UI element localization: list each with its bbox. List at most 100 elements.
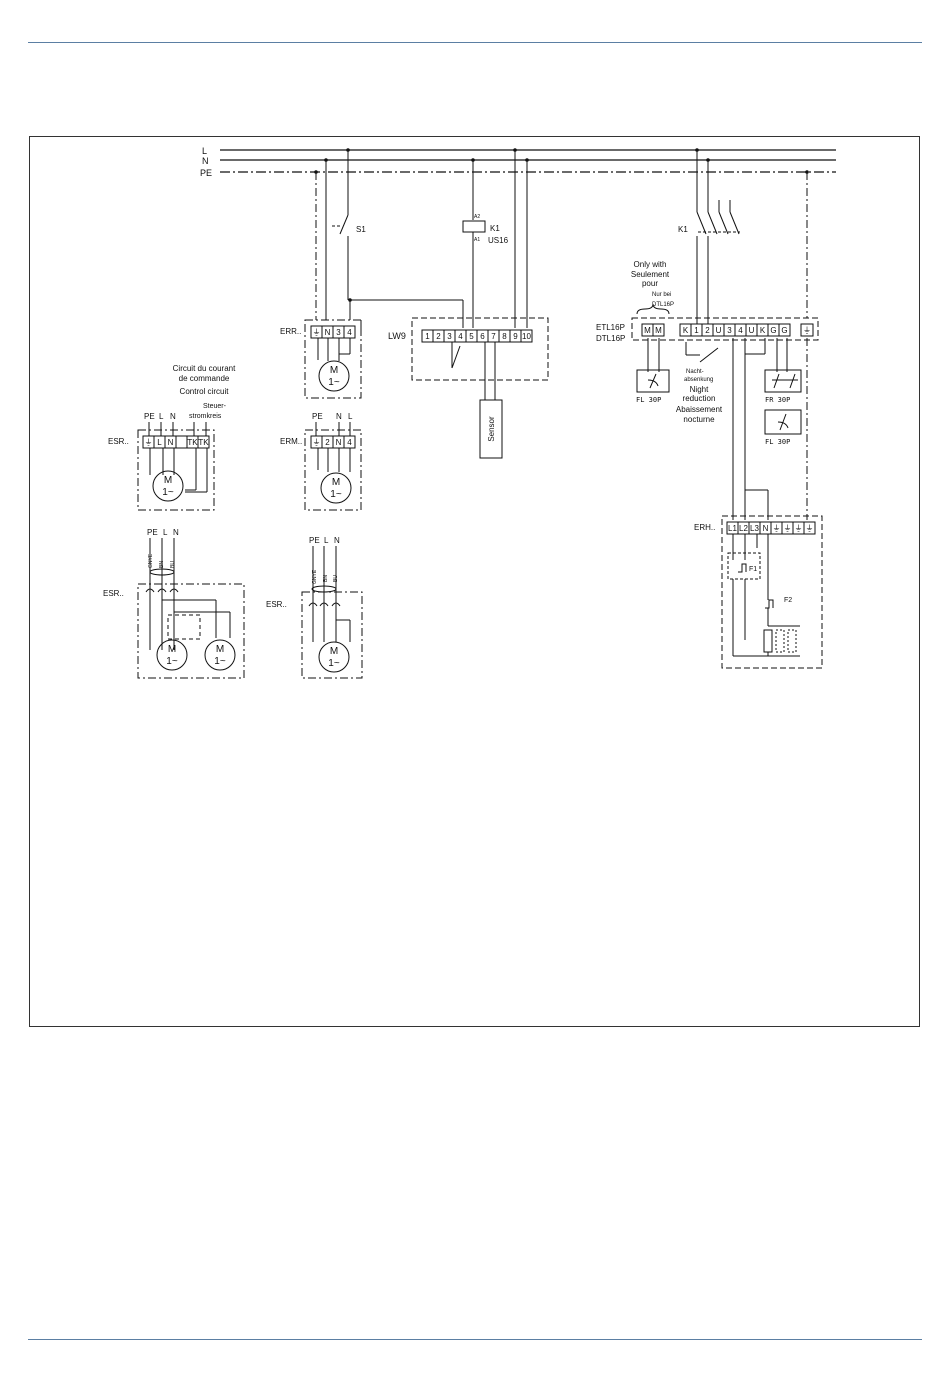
junction-dots bbox=[314, 148, 809, 302]
esr2-motor1-phase: 1~ bbox=[166, 656, 178, 667]
etl-terminal-label: G bbox=[781, 326, 787, 335]
etl-label-1: ETL16P bbox=[596, 323, 625, 332]
esr2-motor2-phase: 1~ bbox=[214, 656, 226, 667]
lw9-label: LW9 bbox=[388, 331, 406, 341]
etl-terminal-label: 4 bbox=[738, 326, 743, 335]
erm-terminal-label: 4 bbox=[347, 438, 352, 447]
sensor-label: Sensor bbox=[487, 416, 496, 442]
erm-label: ERM.. bbox=[280, 437, 302, 446]
etl-terminal-label: U bbox=[749, 326, 755, 335]
esr1-top-l: L bbox=[159, 412, 164, 421]
only-with-fr: Seulement bbox=[631, 270, 670, 279]
fl-thermostat-2: FL 30P bbox=[764, 409, 802, 446]
night-en: Night bbox=[690, 385, 709, 394]
err-terminal-label: 3 bbox=[336, 328, 341, 337]
k1-relay-name: K1 bbox=[490, 224, 500, 233]
lw9-terminal-box bbox=[520, 329, 533, 343]
esr1-terminal-label: L bbox=[157, 438, 162, 447]
err-label: ERR.. bbox=[280, 327, 301, 336]
esr1-terminal-box bbox=[175, 435, 188, 449]
night-en2: reduction bbox=[683, 394, 716, 403]
k1-relay-a1: A1 bbox=[474, 237, 480, 243]
erm-terminal-label: N bbox=[336, 438, 342, 447]
only-with-model: DTL16P bbox=[652, 302, 674, 308]
erh-terminal-label: ⏚ bbox=[773, 524, 781, 533]
err-branch-wires bbox=[315, 150, 464, 328]
night-de2: absenkung bbox=[684, 377, 713, 383]
esr1-top-n: N bbox=[170, 412, 176, 421]
erh-label: ERH.. bbox=[694, 523, 715, 532]
lw9-terminal-label: 8 bbox=[502, 332, 507, 341]
err-motor-phase: 1~ bbox=[328, 377, 340, 388]
erh-terminal-label: L2 bbox=[739, 524, 748, 533]
erm-terminal-label: 2 bbox=[325, 438, 330, 447]
esr1-terminal-label: TK bbox=[198, 438, 209, 447]
night-de: Nacht- bbox=[686, 369, 704, 375]
control-circuit-fr: Circuit du courant bbox=[173, 364, 236, 373]
esr2-wire-gnye: GNYE bbox=[148, 553, 154, 568]
lw9-terminal-label: 3 bbox=[447, 332, 452, 341]
etl-terminal-label: K bbox=[683, 326, 689, 335]
esr2-label: ESR.. bbox=[103, 589, 124, 598]
erh-terminal-label: L3 bbox=[750, 524, 759, 533]
etl-m-terminal-box bbox=[652, 323, 665, 337]
erm-terminal-label: ⏚ bbox=[313, 438, 321, 447]
esr3-motor-phase: 1~ bbox=[328, 658, 340, 669]
lw9-terminal-label: 7 bbox=[491, 332, 496, 341]
lw9-terminal-label: 10 bbox=[522, 332, 531, 341]
esr2-wire-bu: BU bbox=[170, 561, 176, 568]
etl-pe-terminal-box bbox=[800, 323, 814, 337]
lw9-terminal-label: 5 bbox=[469, 332, 474, 341]
etl-terminal-label: 2 bbox=[705, 326, 710, 335]
bus-label-l: L bbox=[202, 146, 207, 156]
diagram-frame bbox=[29, 136, 920, 1027]
bus-label-n: N bbox=[202, 156, 209, 166]
esr1-label: ESR.. bbox=[108, 437, 129, 446]
etl-terminal-label: K bbox=[760, 326, 766, 335]
esr1-terminal-label: N bbox=[168, 438, 174, 447]
erm-top-n: N bbox=[336, 412, 342, 421]
esr2-top-pe: PE bbox=[147, 528, 158, 537]
esr2-top-n: N bbox=[173, 528, 179, 537]
esr3-top-l: L bbox=[324, 536, 329, 545]
erm-motor-m: M bbox=[332, 477, 340, 488]
only-with-de: Nur bei bbox=[652, 292, 671, 298]
esr1-top-pe: PE bbox=[144, 412, 155, 421]
sensor: Sensor bbox=[479, 399, 503, 459]
erh-terminal-label: N bbox=[763, 524, 769, 533]
k1-contactor-label: K1 bbox=[678, 225, 688, 234]
lw9-terminal-label: 6 bbox=[480, 332, 485, 341]
lw9-terminal-label: 2 bbox=[436, 332, 441, 341]
fl-thermostat-1: FL 30P bbox=[636, 369, 670, 404]
esr3-label: ESR.. bbox=[266, 600, 287, 609]
fl2-label: FL 30P bbox=[765, 438, 790, 446]
err-motor-m: M bbox=[330, 365, 338, 376]
erh-terminal-label: L1 bbox=[728, 524, 737, 533]
esr3-unit: PE L N GNYE BN BU M 1~ bbox=[301, 536, 363, 679]
erm-motor-phase: 1~ bbox=[330, 489, 342, 500]
err-terminal-label: N bbox=[325, 328, 331, 337]
k1-relay-a2: A2 bbox=[474, 214, 480, 220]
etl-terminal-box bbox=[778, 323, 791, 337]
err-terminal-label: ⏚ bbox=[313, 328, 321, 337]
erm-top-l: L bbox=[348, 412, 353, 421]
esr3-wire-gnye: GNYE bbox=[312, 569, 318, 584]
esr2-motor1-m: M bbox=[168, 644, 176, 655]
esr2-unit: PE L N GNYE BN BU M 1~ M 1~ bbox=[137, 528, 245, 679]
lw9-terminal-label: 4 bbox=[458, 332, 463, 341]
control-circuit-fr2: de commande bbox=[179, 374, 230, 383]
erh-terminal-label: ⏚ bbox=[784, 524, 792, 533]
control-circuit-de2: stromkreis bbox=[189, 413, 222, 420]
only-with-fr2: pour bbox=[642, 279, 658, 288]
esr3-top-pe: PE bbox=[309, 536, 320, 545]
only-with-en: Only with bbox=[634, 260, 667, 269]
erh-terminal-label: ⏚ bbox=[795, 524, 803, 533]
fr-label: FR 30P bbox=[765, 396, 790, 404]
night-fr: Abaissement bbox=[676, 405, 723, 414]
